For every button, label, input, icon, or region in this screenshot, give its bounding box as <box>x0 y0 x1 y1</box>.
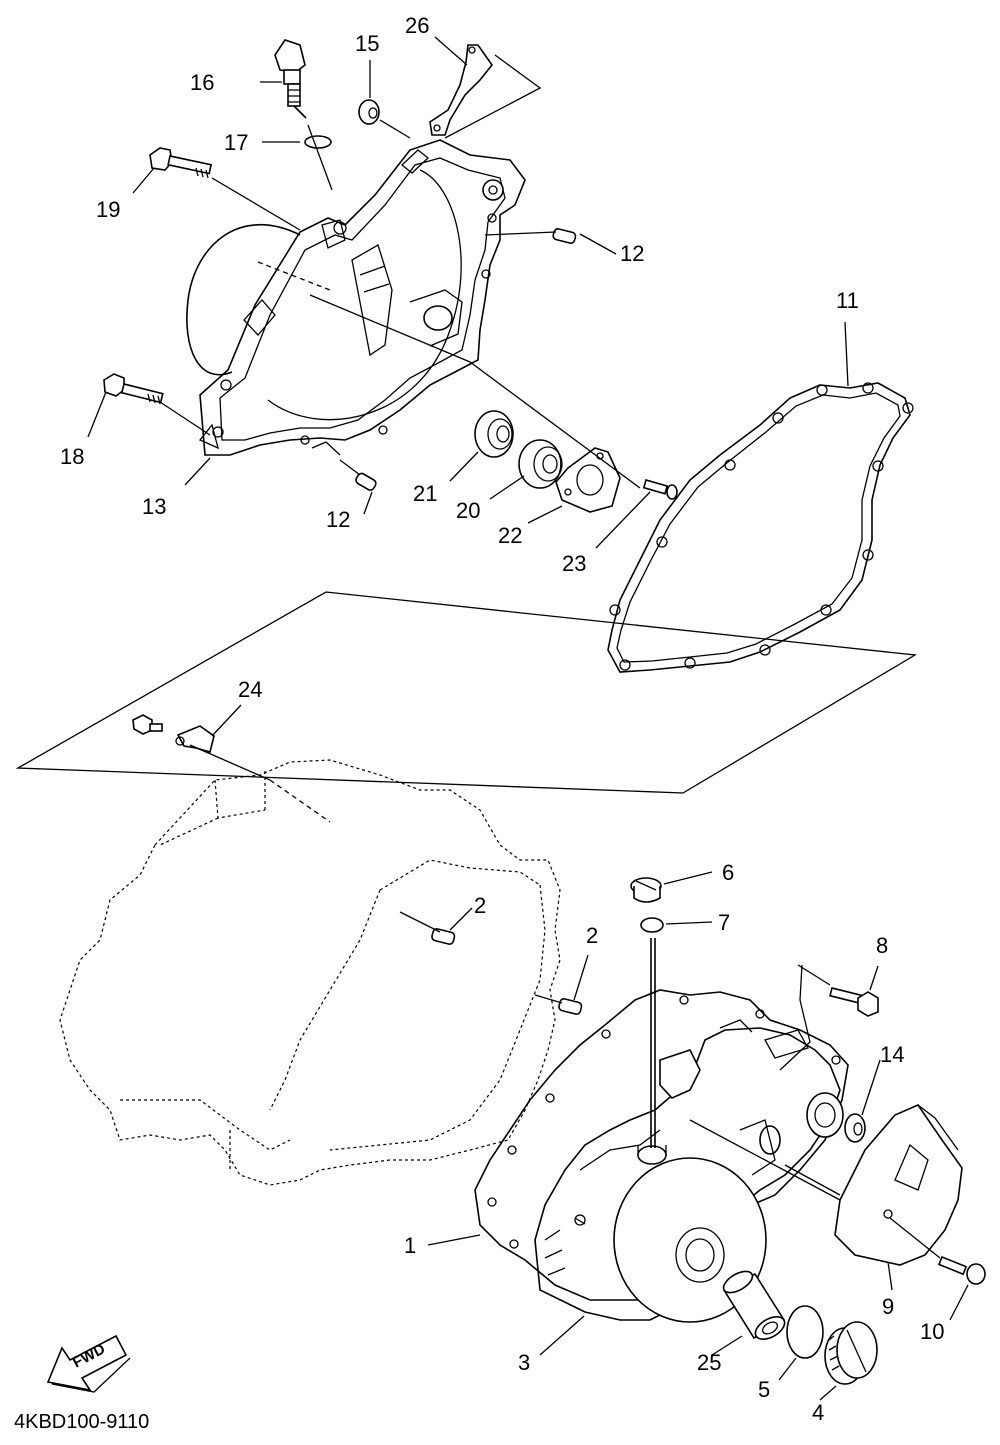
reference-frame <box>15 591 918 794</box>
figure-code: 4KBD100-9110 <box>14 1411 149 1433</box>
dowel-pin-12a <box>552 228 577 244</box>
dowel-pin-12b <box>355 472 377 491</box>
bolt-19 <box>149 147 213 179</box>
callout-21: 21 <box>413 481 437 506</box>
seal-15 <box>358 99 380 125</box>
bolt-18 <box>103 373 164 405</box>
callout-22: 22 <box>498 523 522 548</box>
callout-numbers: 16 17 15 26 19 18 13 12 11 12 21 20 22 2… <box>60 13 944 1425</box>
callout-10: 10 <box>920 1319 944 1344</box>
callout-leaders <box>87 36 969 1401</box>
callout-6: 6 <box>722 860 734 885</box>
callout-16: 16 <box>190 70 214 95</box>
o-ring-17 <box>304 135 332 149</box>
dowel-pin-2a <box>431 928 456 945</box>
oil-level-gauge <box>274 39 307 119</box>
callout-12b: 12 <box>326 507 350 532</box>
screw-23 <box>642 479 678 500</box>
gasket-1 <box>474 989 849 1301</box>
callout-3: 3 <box>518 1350 530 1375</box>
callout-4: 4 <box>812 1400 824 1425</box>
callout-7: 7 <box>718 910 730 935</box>
callout-17: 17 <box>224 130 248 155</box>
lower-reference-lines <box>189 744 941 1259</box>
callout-8: 8 <box>876 933 888 958</box>
callout-24: 24 <box>238 677 262 702</box>
callout-19: 19 <box>96 197 120 222</box>
callout-11: 11 <box>836 288 859 313</box>
callout-14: 14 <box>880 1042 904 1067</box>
left-crankcase-cover <box>186 139 526 456</box>
upper-reference-lines <box>159 54 641 489</box>
callout-25: 25 <box>697 1350 721 1375</box>
callout-2b: 2 <box>586 923 598 948</box>
o-ring-7 <box>640 917 664 933</box>
oil-seal-21 <box>474 410 514 458</box>
callout-15: 15 <box>355 31 379 56</box>
bolt-10 <box>937 1255 986 1285</box>
plug-6 <box>630 877 662 903</box>
callout-2a: 2 <box>474 893 486 918</box>
callout-9: 9 <box>882 1294 894 1319</box>
gasket-11 <box>607 382 914 673</box>
bearing-20 <box>518 439 563 489</box>
callout-23: 23 <box>562 551 586 576</box>
callout-26: 26 <box>405 13 429 38</box>
callout-1: 1 <box>404 1233 416 1258</box>
dowel-pin-2b <box>558 998 583 1015</box>
collar-25 <box>722 1270 786 1340</box>
callout-12a: 12 <box>620 241 644 266</box>
callout-20: 20 <box>456 498 480 523</box>
seal-14 <box>844 1113 866 1143</box>
bracket-26 <box>429 44 493 136</box>
bolt-clamp-24 <box>132 714 215 753</box>
plate-22 <box>555 447 621 513</box>
engine-crankcase-outline <box>59 759 561 1186</box>
callout-5: 5 <box>758 1377 770 1402</box>
fwd-arrow-icon: FWD <box>46 1334 131 1393</box>
bolt-8 <box>829 987 879 1017</box>
callout-18: 18 <box>60 444 84 469</box>
callout-13: 13 <box>142 494 166 519</box>
o-ring-5 <box>786 1305 824 1359</box>
plug-4 <box>824 1321 878 1385</box>
